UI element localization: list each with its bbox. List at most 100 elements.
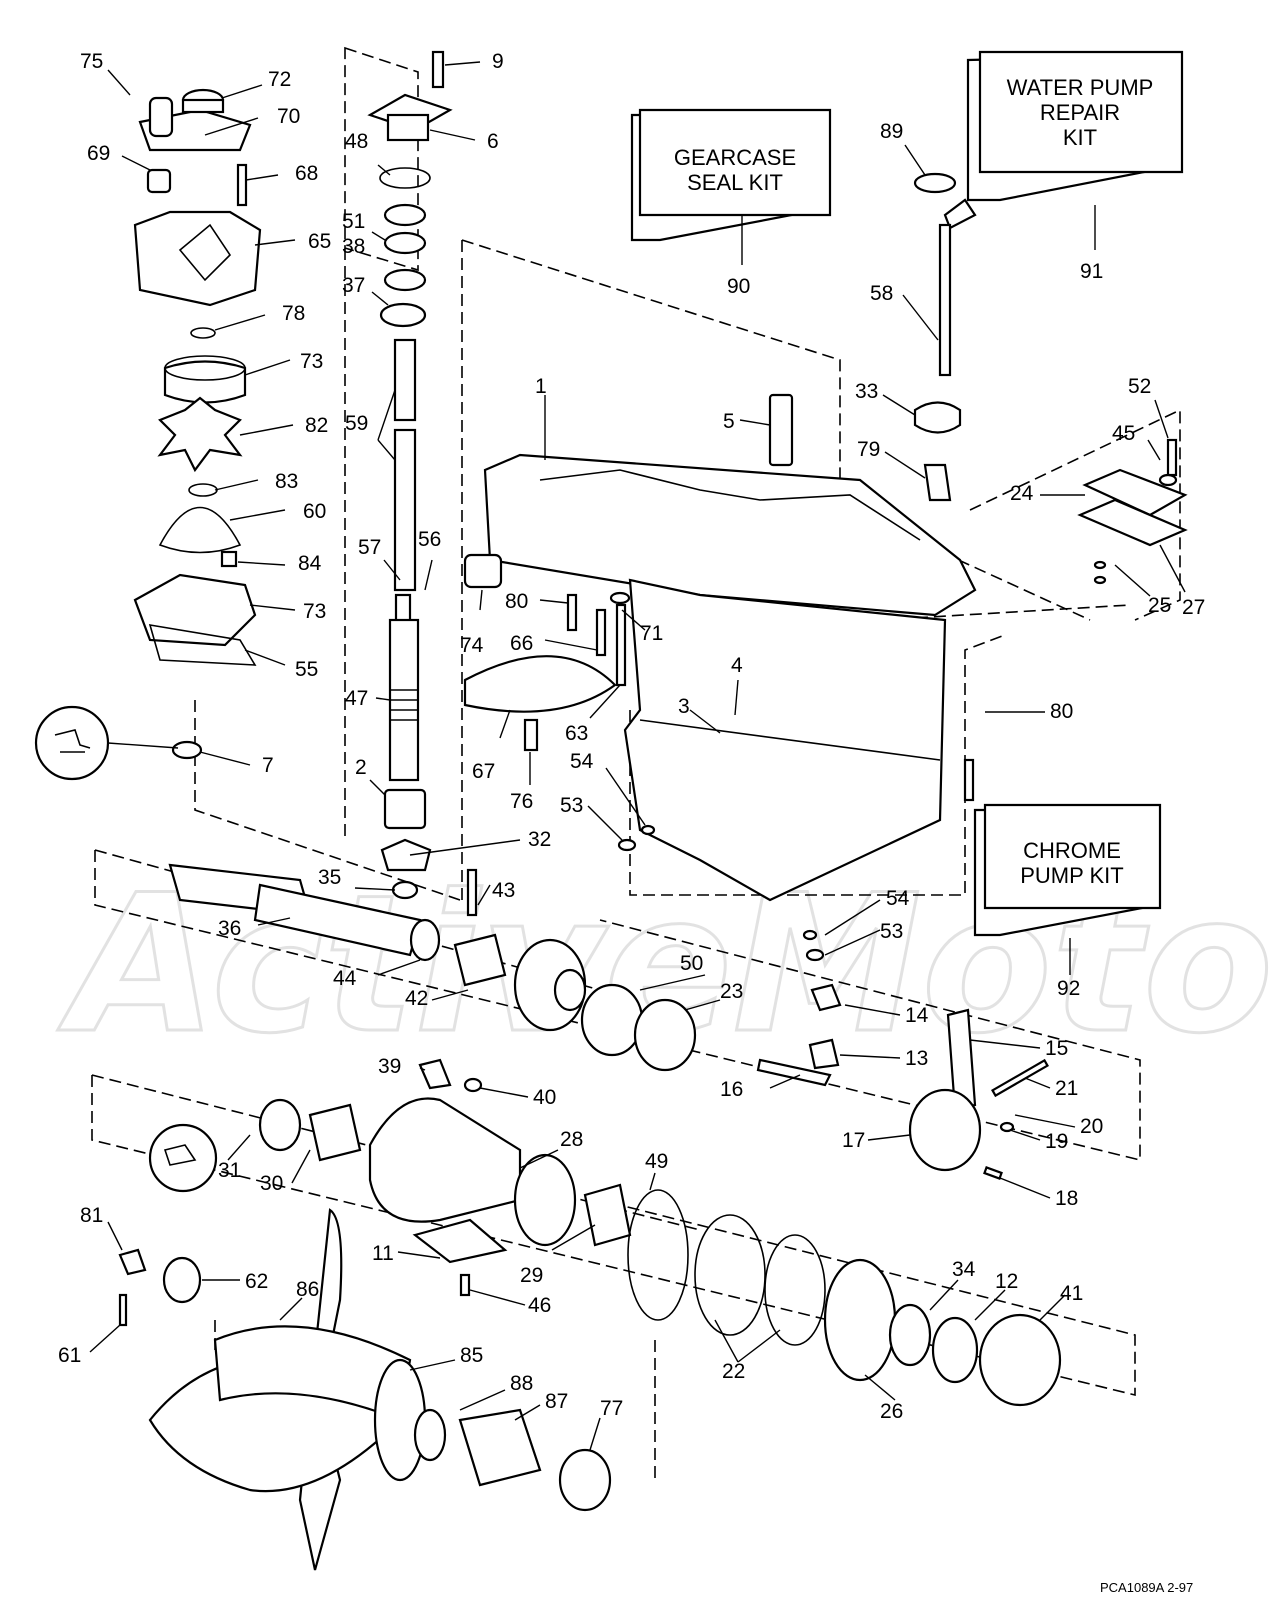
callout-28: 28 [560, 1128, 583, 1151]
leader-lines [89, 61, 1186, 1451]
callout-25: 25 [1148, 594, 1171, 617]
callout-14: 14 [905, 1004, 929, 1027]
callout-9: 9 [492, 50, 504, 73]
bearing-housing-parts [118, 1058, 1062, 1407]
callout-labels: 75 72 70 69 68 65 78 73 82 83 60 84 73 5… [58, 50, 1205, 1423]
callout-86: 86 [296, 1278, 319, 1301]
callout-29: 29 [520, 1264, 543, 1287]
callout-92: 92 [1057, 977, 1080, 1000]
callout-39: 39 [378, 1055, 401, 1078]
prop-shaft-gears [168, 863, 1049, 1180]
water-pump-kit-label-line3: KIT [1063, 125, 1097, 150]
callout-46: 46 [528, 1294, 551, 1317]
callout-53b: 53 [880, 920, 903, 943]
callout-71: 71 [640, 622, 663, 645]
callout-35: 35 [318, 866, 341, 889]
callout-82: 82 [305, 414, 328, 437]
callout-69: 69 [87, 142, 110, 165]
callout-65: 65 [308, 230, 331, 253]
callout-31: 31 [218, 1159, 241, 1182]
callout-17: 17 [842, 1129, 865, 1152]
callout-80b: 80 [1050, 700, 1073, 723]
propeller [148, 1208, 612, 1571]
callout-38: 38 [342, 235, 365, 258]
callout-22: 22 [722, 1360, 745, 1383]
callout-83: 83 [275, 470, 298, 493]
callout-6: 6 [487, 130, 499, 153]
callout-70: 70 [277, 105, 300, 128]
callout-4: 4 [731, 654, 743, 677]
callout-33: 33 [855, 380, 878, 403]
gearcase-housing [463, 393, 977, 902]
callout-36: 36 [218, 917, 241, 940]
callout-74: 74 [460, 634, 484, 657]
callout-20: 20 [1080, 1115, 1103, 1138]
gearcase-kit-label-line2: SEAL KIT [687, 170, 783, 195]
callout-60: 60 [303, 500, 326, 523]
callout-50: 50 [680, 952, 703, 975]
callout-67: 67 [472, 760, 495, 783]
callout-51: 51 [342, 210, 365, 233]
callout-88: 88 [510, 1372, 533, 1395]
drive-shaft-parts [367, 50, 453, 900]
callout-54: 54 [570, 750, 594, 773]
callout-61: 61 [58, 1344, 81, 1367]
callout-55: 55 [295, 658, 318, 681]
callout-16: 16 [720, 1078, 743, 1101]
chrome-kit-label-line2: PUMP KIT [1020, 863, 1124, 888]
callout-27: 27 [1182, 596, 1205, 619]
callout-72: 72 [268, 68, 291, 91]
callout-11: 11 [372, 1242, 394, 1265]
callout-45: 45 [1112, 422, 1135, 445]
callout-59: 59 [345, 412, 368, 435]
callout-5: 5 [723, 410, 735, 433]
water-pump-parts [34, 88, 262, 781]
callout-7: 7 [262, 754, 274, 777]
chrome-pump-kit-box: CHROME PUMP KIT [973, 803, 1162, 975]
callout-21: 21 [1055, 1077, 1078, 1100]
callout-66: 66 [510, 632, 533, 655]
callout-30: 30 [260, 1172, 283, 1195]
water-pump-repair-kit-box: WATER PUMP REPAIR KIT [966, 50, 1184, 250]
callout-54b: 54 [886, 887, 910, 910]
callout-85: 85 [460, 1344, 483, 1367]
callout-89: 89 [880, 120, 903, 143]
callout-18: 18 [1055, 1187, 1078, 1210]
callout-68: 68 [295, 162, 318, 185]
callout-24: 24 [1010, 482, 1034, 505]
callout-73: 73 [300, 350, 323, 373]
callout-13: 13 [905, 1047, 928, 1070]
callout-37: 37 [342, 274, 365, 297]
callout-75: 75 [80, 50, 103, 73]
callout-73b: 73 [303, 600, 326, 623]
callout-47: 47 [345, 687, 368, 710]
callout-32: 32 [528, 828, 551, 851]
callout-58: 58 [870, 282, 893, 305]
gearcase-kit-label-line1: GEARCASE [674, 145, 796, 170]
callout-76: 76 [510, 790, 533, 813]
callout-63: 63 [565, 722, 588, 745]
callout-48: 48 [345, 130, 368, 153]
chrome-kit-label-line1: CHROME [1023, 838, 1121, 863]
callout-56: 56 [418, 528, 441, 551]
callout-57: 57 [358, 536, 381, 559]
callout-41: 41 [1060, 1282, 1083, 1305]
callout-81: 81 [80, 1204, 103, 1227]
callout-62: 62 [245, 1270, 268, 1293]
callout-80: 80 [505, 590, 528, 613]
callout-19: 19 [1045, 1130, 1068, 1153]
callout-40: 40 [533, 1086, 556, 1109]
drawing-code: PCA1089A 2-97 [1100, 1580, 1193, 1595]
callout-15: 15 [1045, 1037, 1068, 1060]
callout-53: 53 [560, 794, 583, 817]
callout-78: 78 [282, 302, 305, 325]
callout-77: 77 [600, 1397, 623, 1420]
water-pump-kit-label-line1: WATER PUMP [1007, 75, 1154, 100]
callout-90: 90 [727, 275, 750, 298]
callout-3: 3 [678, 695, 690, 718]
callout-1: 1 [535, 375, 547, 398]
callout-26: 26 [880, 1400, 903, 1423]
callout-43: 43 [492, 879, 515, 902]
misc-parts [463, 172, 1188, 962]
